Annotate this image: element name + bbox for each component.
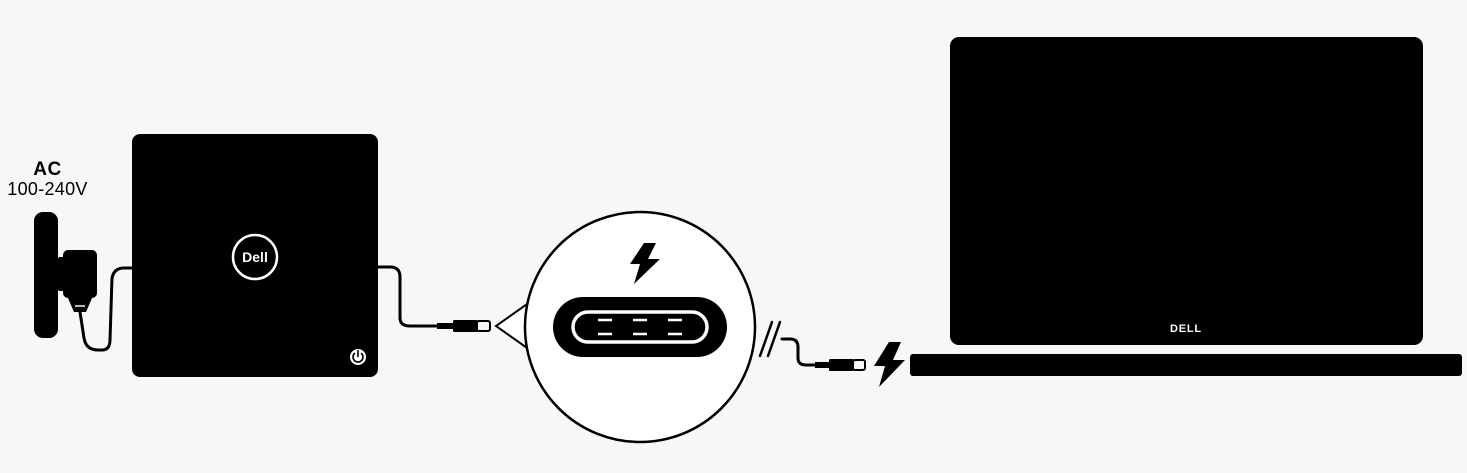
- lightning-bolt-icon: [874, 342, 905, 387]
- ac-voltage: 100-240V: [7, 178, 88, 199]
- ac-cable: [78, 266, 136, 352]
- laptop-base: [910, 354, 1462, 376]
- wall-outlet: [34, 212, 58, 338]
- ac-input-label: AC 100-240V: [0, 160, 95, 199]
- double-slash-break-icon: [758, 320, 782, 358]
- ac-title: AC: [33, 159, 62, 180]
- docking-station: Dell: [132, 134, 378, 377]
- usbc-cable-laptop: [780, 337, 820, 367]
- laptop: DELL: [910, 37, 1462, 376]
- usb-c-port-icon: [553, 297, 727, 357]
- usbc-plug: [437, 320, 491, 332]
- usbc-cable-dock: [376, 265, 442, 328]
- ac-plug: [58, 250, 97, 312]
- power-icon: [350, 349, 366, 365]
- dock-logo-text: Dell: [242, 249, 268, 265]
- laptop-brand: DELL: [1170, 323, 1202, 335]
- zoom-pointer: [494, 301, 531, 351]
- lightning-bolt-icon: [630, 243, 660, 284]
- dell-logo: Dell: [231, 233, 279, 281]
- laptop-screen: [950, 37, 1423, 345]
- usbc-plug-laptop: [815, 359, 866, 371]
